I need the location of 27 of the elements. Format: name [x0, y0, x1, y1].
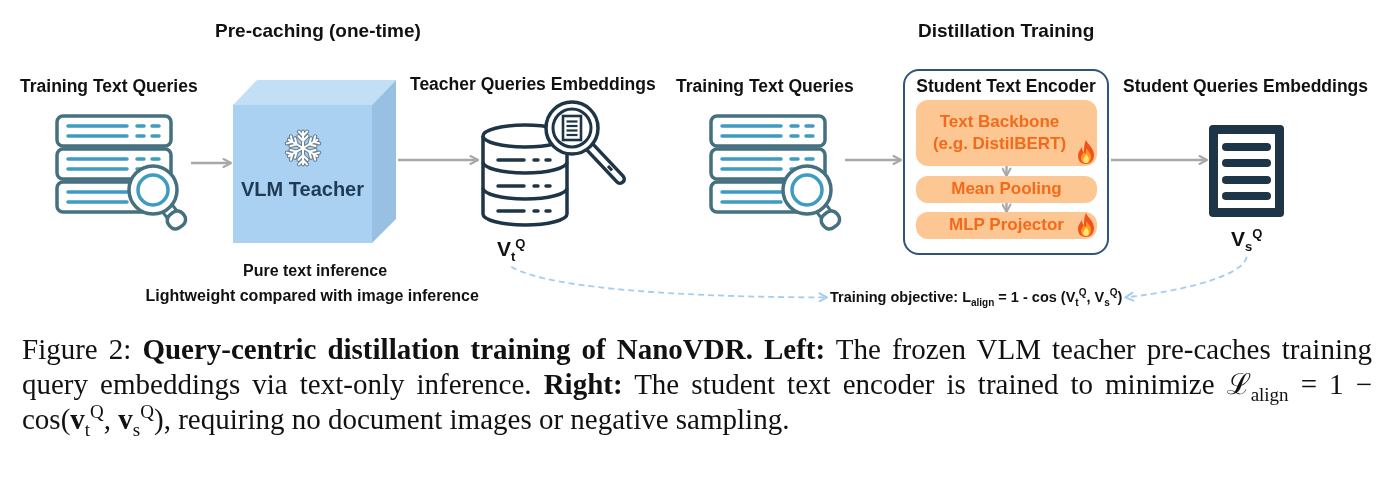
arrow [1001, 203, 1012, 213]
figure-caption: Figure 2: Query-centric distillation training of NanoVDR. Left: The frozen VLM teacher pre-caches training query embeddings via text-only inference. Right: The student text encoder is trained to minimize ℒ$_{align}$ = 1 − cos(v$_{t}$$^{Q}$, v$_{s}$$^{Q}$), requiring no document images or negative sampling. [22, 332, 1372, 437]
arrow [191, 158, 232, 168]
node-caption: Lightweight compared with image inference [145, 286, 479, 306]
module-label: Mean Pooling [951, 178, 1062, 201]
module-box [916, 212, 1097, 239]
section-heading: Pre-caching (one-time) [215, 20, 421, 43]
encoder-box [903, 69, 1109, 255]
module-box [916, 100, 1097, 166]
arrow [845, 155, 902, 165]
section-heading: Distillation Training [918, 20, 1095, 43]
dashed-arrow [1124, 255, 1248, 302]
group-title: Student Text Encoder [915, 76, 1097, 97]
arrow [1001, 166, 1012, 177]
dashed-arrow [510, 265, 828, 303]
node-title: Training Text Queries [676, 76, 854, 97]
arrow [398, 155, 479, 165]
node-title: Teacher Queries Embeddings [410, 74, 656, 95]
arrow [1111, 155, 1208, 165]
node-label: VLM Teacher [240, 178, 365, 201]
module-label: Text Backbone (e.g. DistilBERT) [931, 110, 1068, 155]
node-title: Student Queries Embeddings [1123, 76, 1369, 97]
objective-text: Training objective: L$_{align}$ = 1 - cos (V$_{t}$$^{Q}$, V$_{s}$$^{Q}$) [830, 286, 1123, 309]
node-title: Training Text Queries [20, 76, 198, 97]
module-label: MLP Projector [949, 214, 1064, 237]
module-box [916, 176, 1097, 203]
node-caption: Pure text inference [243, 261, 388, 281]
